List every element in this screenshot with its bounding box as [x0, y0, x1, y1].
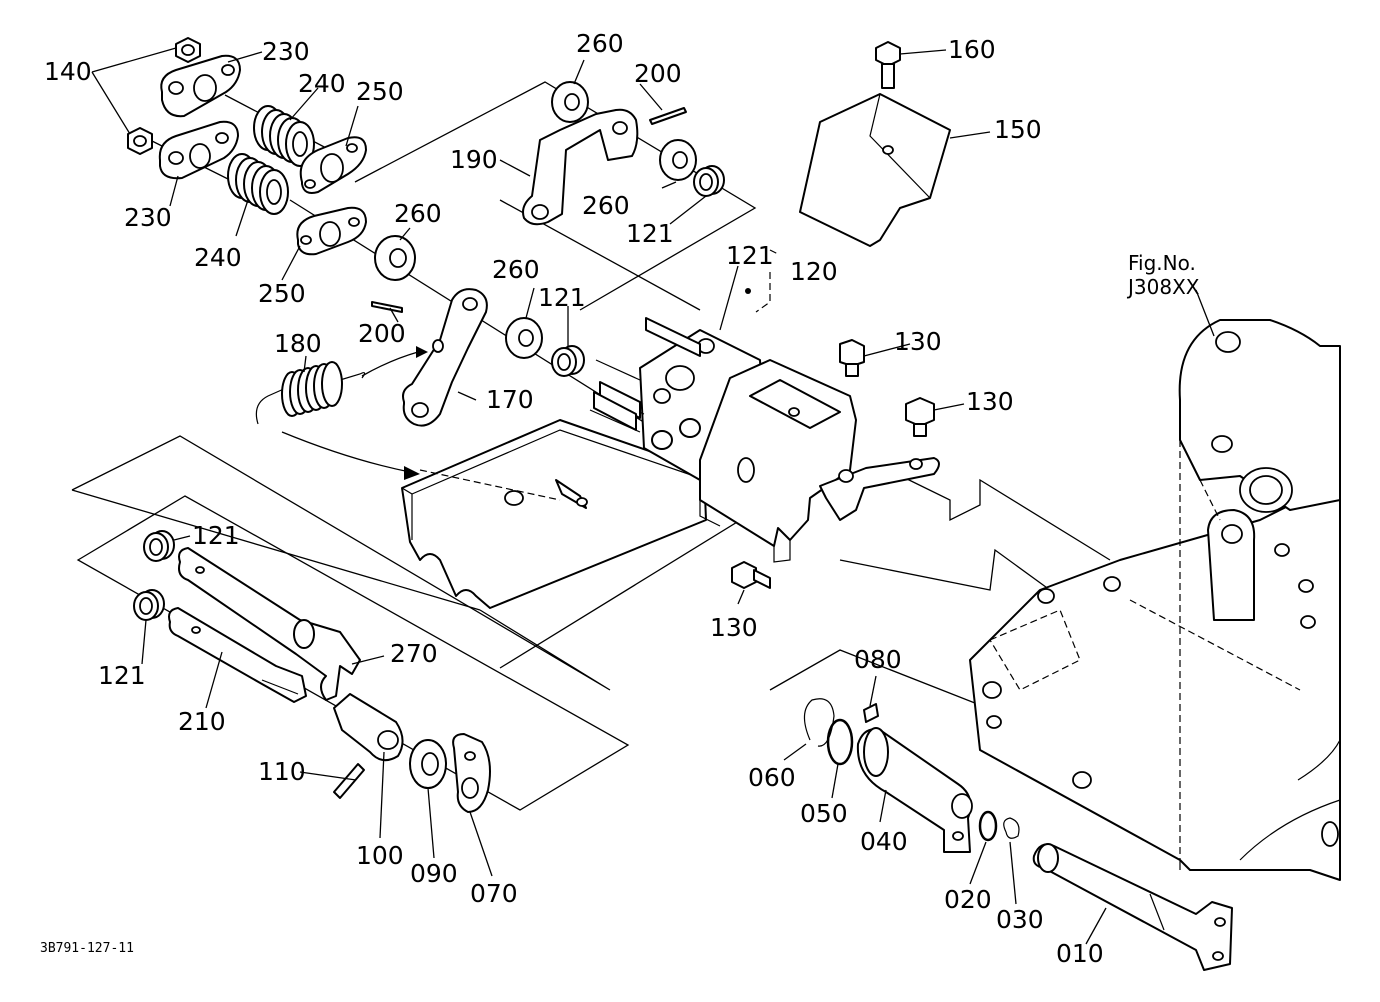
- nut-140-upper: [175, 37, 201, 63]
- key-080: [863, 703, 879, 723]
- drawing-code: 3B791-127-11: [40, 941, 134, 956]
- washer-260-middle: [505, 317, 543, 359]
- nut-140-lower: [127, 127, 153, 155]
- main-body-120: [699, 359, 940, 563]
- washer-260-top: [551, 81, 589, 123]
- label-250-lower: 250: [258, 279, 306, 308]
- label-121-lower-a: 121: [192, 521, 240, 550]
- label-230-upper: 230: [262, 37, 310, 66]
- shaft-210: [168, 607, 307, 703]
- cover-150: [799, 41, 951, 247]
- label-260-left: 260: [394, 199, 442, 228]
- plate-230-upper: [160, 54, 241, 118]
- label-121-upper: 121: [626, 219, 674, 248]
- label-260-upper-right: 260: [582, 191, 630, 220]
- label-020: 020: [944, 885, 992, 914]
- lever-190: [522, 108, 639, 226]
- bushing-121-lower-a: [143, 530, 175, 562]
- label-270: 270: [390, 639, 438, 668]
- label-160: 160: [948, 35, 996, 64]
- o-ring-050: [826, 718, 854, 766]
- label-121-middle: 121: [538, 283, 586, 312]
- label-120: 120: [790, 257, 838, 286]
- snap-ring-060: [803, 698, 835, 747]
- lower-right-assembly: [803, 698, 1233, 971]
- label-130-middle: 130: [966, 387, 1014, 416]
- label-090: 090: [410, 859, 458, 888]
- base-bracket: [401, 419, 707, 609]
- sleeve-040: [856, 727, 973, 853]
- label-130-upper: 130: [894, 327, 942, 356]
- washer-090: [409, 739, 447, 789]
- bolt-130-upper: [839, 339, 865, 377]
- label-070: 070: [470, 879, 518, 908]
- bolt-160: [875, 41, 901, 89]
- label-230-lower: 230: [124, 203, 172, 232]
- washer-260-upper-right: [659, 139, 697, 181]
- label-130-lower: 130: [710, 613, 758, 642]
- bolt-130-middle: [905, 397, 935, 437]
- label-110: 110: [258, 757, 306, 786]
- label-200-upper: 200: [634, 59, 682, 88]
- central-bracket-assembly: [401, 288, 940, 609]
- label-190: 190: [450, 145, 498, 174]
- part-labels: 140 230 240 250 230 240 250 260 200 180 …: [44, 29, 1104, 968]
- spring-180: [255, 346, 428, 480]
- leader-lines: [91, 47, 1107, 945]
- transmission-housing: [969, 289, 1341, 881]
- plate-230-lower: [158, 120, 239, 180]
- label-010: 010: [1056, 939, 1104, 968]
- gasket-250-upper: [299, 136, 367, 194]
- reference-fig-line2: J308XX: [1126, 275, 1200, 299]
- lever-100: [333, 693, 404, 762]
- label-140: 140: [44, 57, 92, 86]
- label-170: 170: [486, 385, 534, 414]
- reference-callout: Fig.No. J308XX: [1126, 251, 1200, 299]
- retainer-030: [1003, 817, 1020, 839]
- label-100: 100: [356, 841, 404, 870]
- label-240-upper: 240: [298, 69, 346, 98]
- lower-left-assembly: [133, 530, 491, 813]
- label-030: 030: [996, 905, 1044, 934]
- label-210: 210: [178, 707, 226, 736]
- label-200-left: 200: [358, 319, 406, 348]
- bushing-121-lower-b: [133, 589, 165, 621]
- label-121-lower-b: 121: [98, 661, 146, 690]
- plate-070: [452, 733, 491, 813]
- label-121-bracket: 121: [726, 241, 774, 270]
- reference-fig-line1: Fig.No.: [1128, 251, 1196, 275]
- washer-260-left: [374, 235, 416, 281]
- arm-170: [402, 288, 488, 427]
- label-150: 150: [994, 115, 1042, 144]
- o-ring-020: [978, 810, 998, 842]
- spring-240-lower: [227, 153, 289, 215]
- label-060: 060: [748, 763, 796, 792]
- label-050: 050: [800, 799, 848, 828]
- label-080: 080: [854, 645, 902, 674]
- label-040: 040: [860, 827, 908, 856]
- bushing-121-middle: [551, 345, 585, 377]
- spring-240-upper: [253, 105, 315, 167]
- upper-left-assembly: [127, 37, 725, 480]
- pin-110: [333, 763, 365, 799]
- label-250-upper: 250: [356, 77, 404, 106]
- shaft-270: [178, 547, 361, 701]
- bushing-121-upper: [693, 165, 725, 197]
- label-260-top: 260: [576, 29, 624, 58]
- label-180: 180: [274, 329, 322, 358]
- pin-200-upper: [649, 107, 687, 125]
- pin-200-left: [371, 301, 403, 313]
- shaft-010: [1032, 843, 1233, 971]
- gasket-250-lower: [296, 206, 367, 256]
- label-240-lower: 240: [194, 243, 242, 272]
- bolt-130-lower: [731, 561, 771, 589]
- label-260-middle: 260: [492, 255, 540, 284]
